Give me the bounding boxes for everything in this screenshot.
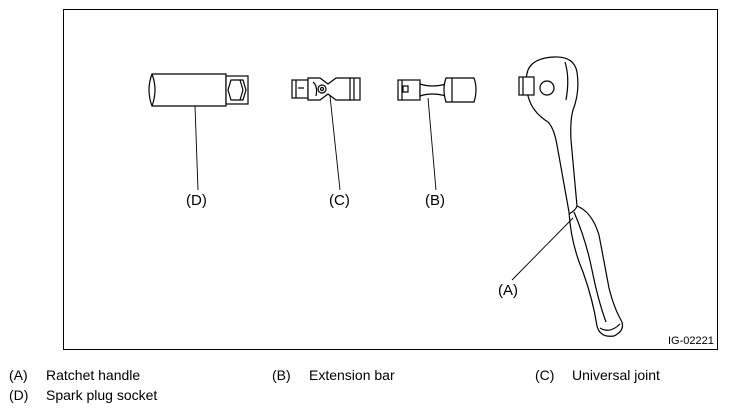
callout-a: (A) — [498, 282, 518, 299]
leader-line-b — [427, 97, 437, 191]
legend-label: Extension bar — [309, 367, 395, 383]
callout-b: (B) — [425, 192, 445, 209]
callout-c: (C) — [329, 192, 350, 209]
callout-d: (D) — [186, 192, 207, 209]
legend-key: (D) — [9, 387, 29, 403]
legend-key: (C) — [535, 367, 555, 383]
leader-line-c — [329, 95, 341, 191]
extension-bar-drawing — [397, 77, 477, 103]
legend-label: Ratchet handle — [46, 367, 141, 383]
leader-line-a — [511, 217, 574, 281]
ratchet-handle-drawing — [518, 56, 624, 337]
figure-code: IG-02221 — [668, 335, 714, 347]
leader-lines — [194, 95, 574, 281]
legend-label: Universal joint — [572, 367, 660, 383]
legend-label: Spark plug socket — [46, 387, 158, 403]
legend-key: (A) — [9, 367, 28, 383]
legend-key: (B) — [272, 367, 291, 383]
leader-line-d — [194, 105, 199, 191]
universal-joint-drawing — [291, 77, 361, 101]
spark-plug-socket-drawing — [148, 73, 249, 107]
figure-frame — [63, 9, 718, 350]
